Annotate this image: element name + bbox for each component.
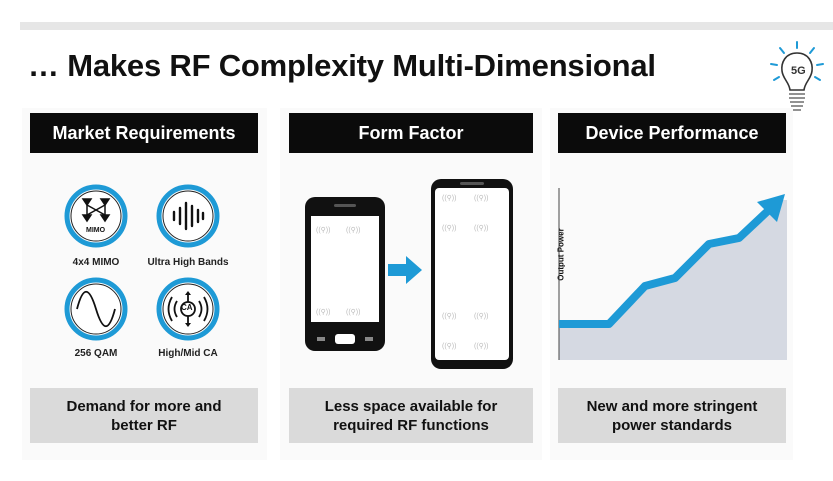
mimo-badge: MIMO (86, 227, 106, 234)
req-label-256-qam: 256 QAM (74, 348, 118, 359)
svg-text:((⚲)): ((⚲)) (346, 308, 360, 316)
trend-arrow-head-icon (757, 194, 785, 222)
form-factor-header: Form Factor (289, 113, 533, 153)
svg-text:((⚲)): ((⚲)) (474, 194, 488, 202)
svg-text:((⚲)): ((⚲)) (316, 308, 330, 316)
req-label-4x4-mimo: 4x4 MIMO (72, 257, 120, 268)
logo-5g-text: 5G (791, 65, 806, 77)
carrier-aggregation-icon (156, 277, 220, 341)
top-divider-bar (20, 22, 833, 30)
svg-text:((⚲)): ((⚲)) (474, 224, 488, 232)
output-power-trend-line (559, 205, 774, 328)
device-performance-footer: New and more stringent power standards (558, 388, 786, 443)
req-label-high-mid-ca: High/Mid CA (158, 348, 218, 359)
svg-text:((⚲)): ((⚲)) (474, 342, 488, 350)
lightbulb-5g-icon: 5G (770, 41, 824, 111)
market-requirements-footer: Demand for more and better RF (30, 388, 258, 443)
svg-text:((⚲)): ((⚲)) (346, 226, 360, 234)
market-requirements-header: Market Requirements (30, 113, 258, 153)
svg-text:((⚲)): ((⚲)) (442, 224, 456, 232)
svg-text:((⚲)): ((⚲)) (474, 312, 488, 320)
arrow-right-icon (388, 256, 422, 284)
sine-wave-icon (64, 277, 128, 341)
svg-text:((⚲)): ((⚲)) (316, 226, 330, 234)
mimo-antenna-icon (64, 184, 128, 248)
small-phone-icon: ((⚲)) ((⚲)) ((⚲)) ((⚲)) (305, 197, 385, 351)
svg-text:((⚲)): ((⚲)) (442, 342, 456, 350)
frequency-bars-icon (156, 184, 220, 248)
req-label-ultra-high-bands: Ultra High Bands (147, 257, 229, 268)
form-factor-footer: Less space available for required RF fun… (289, 388, 533, 443)
tall-phone-icon: ((⚲)) ((⚲)) ((⚲)) ((⚲)) ((⚲)) ((⚲)) ((⚲)) ((… (431, 179, 513, 369)
slide-title: … Makes RF Complexity Multi-Dimensional (28, 48, 656, 83)
output-power-chart (558, 188, 787, 360)
svg-text:((⚲)): ((⚲)) (442, 312, 456, 320)
device-performance-header: Device Performance (558, 113, 786, 153)
svg-text:((⚲)): ((⚲)) (442, 194, 456, 202)
ca-badge: CA (181, 303, 193, 312)
